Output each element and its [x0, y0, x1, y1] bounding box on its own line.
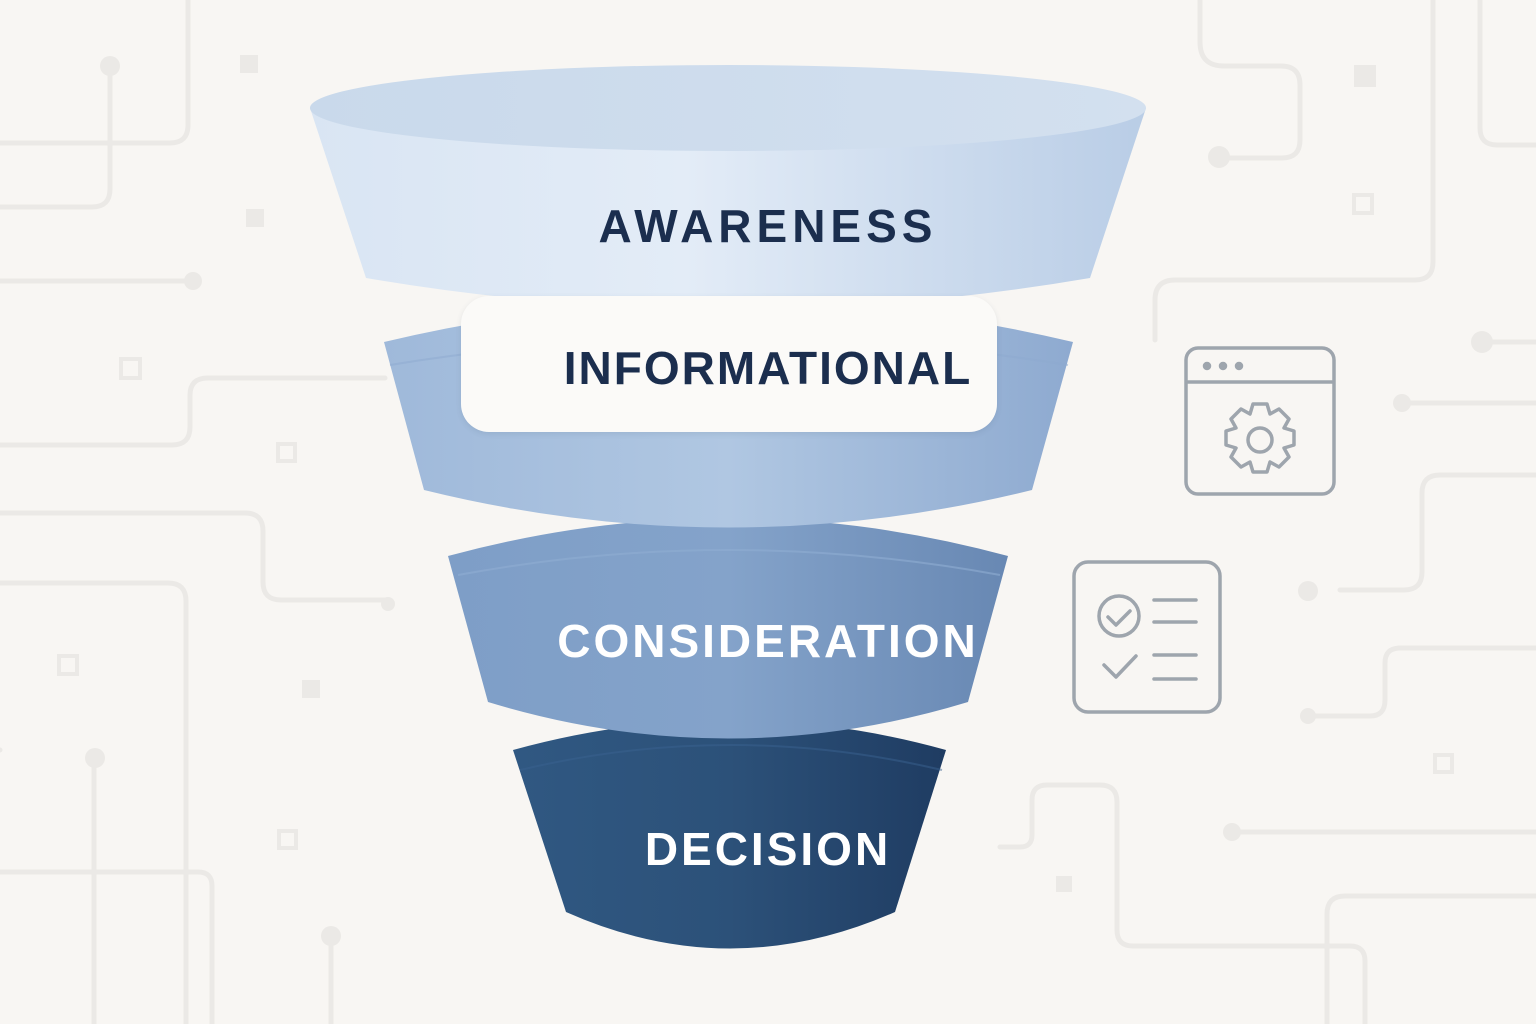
funnel-stage-decision	[513, 720, 946, 949]
circuit-nodes	[85, 55, 1493, 946]
stage-label-consideration: CONSIDERATION	[557, 615, 979, 667]
stage-label-informational: INFORMATIONAL	[563, 342, 973, 394]
browser-settings-icon	[1184, 346, 1336, 496]
funnel-stage-awareness	[310, 65, 1146, 309]
stage-label-decision: DECISION	[644, 823, 892, 875]
stage-label-awareness: AWARENESS	[598, 200, 938, 252]
funnel-stage-consideration	[448, 518, 1008, 739]
checklist-icon	[1072, 560, 1222, 714]
informational-highlight-pill	[461, 296, 997, 432]
circuit-squares	[57, 193, 1454, 850]
